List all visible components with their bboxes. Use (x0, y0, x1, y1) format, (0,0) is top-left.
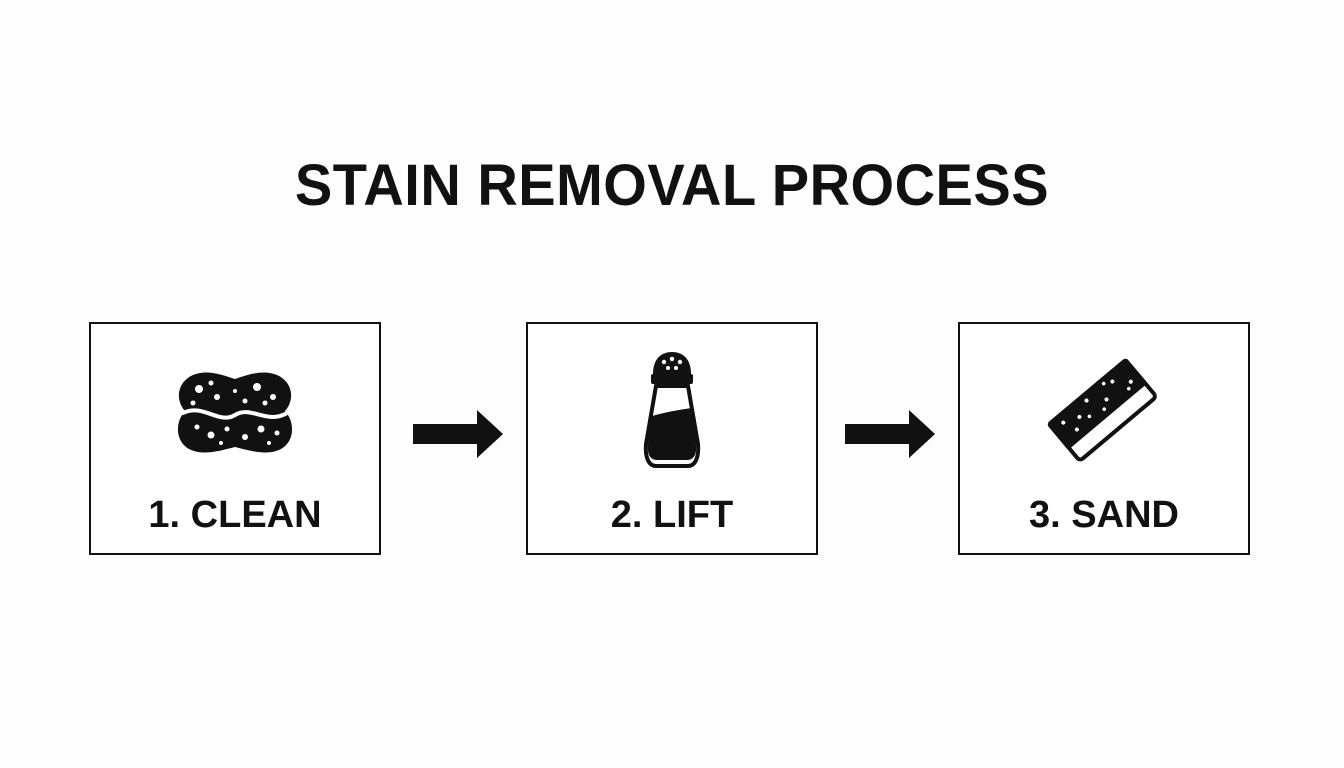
step-label: 2. LIFT (610, 494, 734, 536)
step-label: 1. CLEAN (148, 494, 322, 536)
arrow-right-icon (845, 408, 937, 465)
arrow-right-icon (413, 408, 505, 465)
step-label: 3. SAND (1029, 494, 1179, 536)
sponge-icon (91, 350, 379, 474)
step-clean: 1. CLEAN (89, 322, 381, 555)
step-lift: 2. LIFT (526, 322, 818, 555)
sanding-block-icon (960, 350, 1248, 474)
salt-shaker-icon (528, 350, 816, 474)
diagram-title: STAIN REMOVAL PROCESS (294, 151, 1050, 218)
step-sand: 3. SAND (958, 322, 1250, 555)
